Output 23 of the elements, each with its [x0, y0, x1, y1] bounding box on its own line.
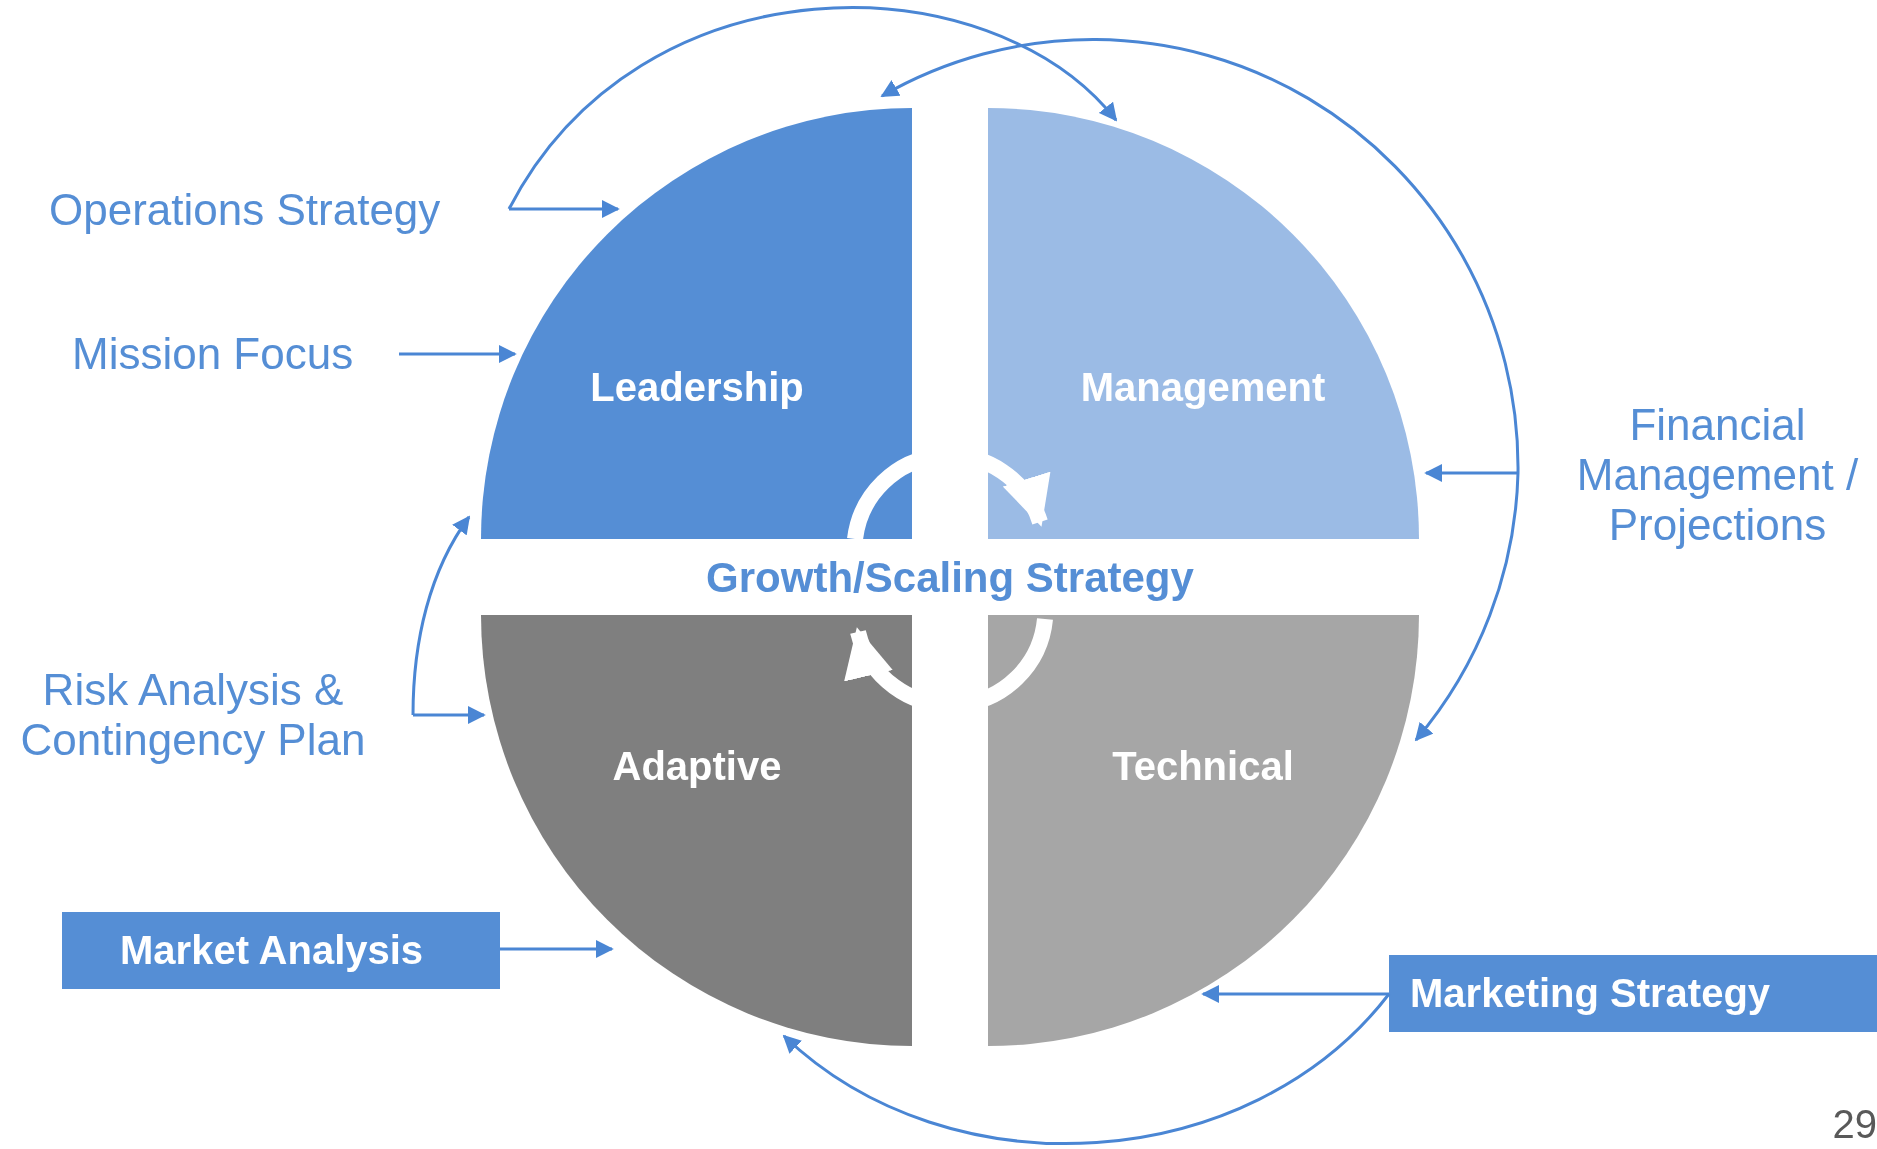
arrow — [880, 38, 1520, 474]
arrow — [509, 200, 620, 218]
arrow — [413, 706, 486, 724]
quadrant-label: Leadership — [590, 364, 804, 410]
arrow — [1201, 985, 1389, 1003]
callout-text: Financial Management / Projections — [1518, 385, 1877, 565]
callout-text: Operations Strategy — [40, 182, 510, 238]
arrow — [1424, 464, 1518, 482]
page-number: 29 — [1831, 1101, 1877, 1148]
quadrant-label: Management — [1080, 364, 1326, 410]
arrow — [500, 940, 614, 958]
quadrant-label: Technical — [1112, 743, 1294, 789]
arrow — [1414, 472, 1520, 742]
arrow — [507, 6, 1118, 210]
center-title: Growth/Scaling Strategy — [705, 553, 1195, 603]
quadrant-label: Adaptive — [612, 743, 782, 789]
arrow — [782, 993, 1391, 1145]
arrow — [399, 345, 517, 363]
label-box: Market Analysis — [62, 912, 500, 989]
callout-text: Mission Focus — [66, 326, 399, 382]
callout-text: Risk Analysis & Contingency Plan — [0, 655, 413, 775]
label-box: Marketing Strategy — [1389, 955, 1877, 1032]
arrow — [411, 515, 471, 716]
